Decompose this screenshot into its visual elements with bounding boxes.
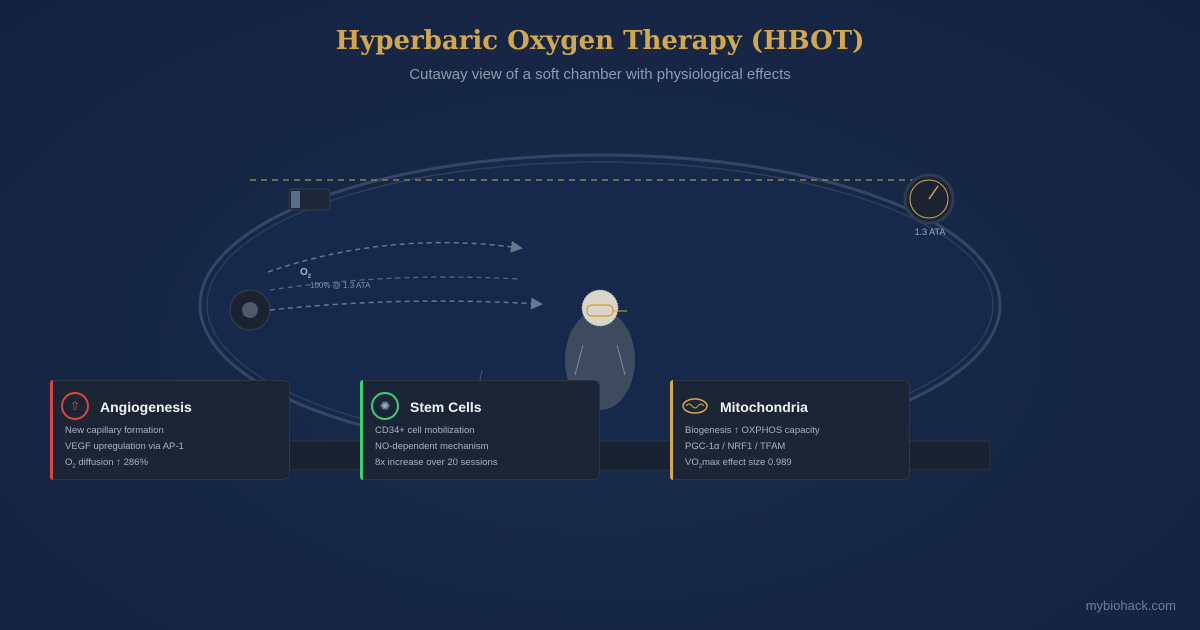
list-item: 8x increase over 20 sessions: [375, 457, 498, 468]
page-title: Hyperbaric Oxygen Therapy (HBOT): [335, 26, 865, 56]
o2-flow-arrow-middle: [269, 276, 519, 291]
patient-head: [582, 290, 618, 326]
arrow-up-icon: ⇧: [61, 392, 89, 420]
gauge-needle: [928, 185, 939, 200]
card-stripe: [360, 380, 363, 480]
page-subtitle: Cutaway view of a soft chamber with phys…: [409, 66, 791, 83]
list-item: PGC-1α / NRF1 / TFAM: [685, 441, 786, 452]
card-list: New capillary formation VEGF upregulatio…: [65, 423, 184, 471]
o2-flow-label: 100% @ 1.3 ATA: [310, 281, 371, 290]
valve-handle: [291, 191, 300, 208]
card-stripe: [50, 380, 53, 480]
card-stem-cells: ✺ Stem Cells CD34+ cell mobilization NO-…: [360, 380, 600, 480]
list-item: Biogenesis ↑ OXPHOS capacity: [685, 425, 820, 436]
card-list: CD34+ cell mobilization NO-dependent mec…: [375, 423, 498, 471]
bed-support-left: [479, 369, 483, 381]
brand-footer: mybiohack.com: [1085, 598, 1176, 613]
list-item: VEGF upregulation via AP-1: [65, 441, 184, 452]
o2-flow-arrow-bottom: [269, 297, 543, 311]
list-item: O2 diffusion ↑ 286%: [65, 457, 148, 470]
o2-label: O2: [300, 267, 312, 280]
list-item: NO-dependent mechanism: [375, 441, 489, 452]
cell-icon: ✺: [371, 392, 399, 420]
list-item: VO2max effect size 0.989: [685, 457, 792, 470]
card-title: Mitochondria: [720, 399, 808, 415]
card-title: Stem Cells: [410, 399, 482, 415]
list-item: CD34+ cell mobilization: [375, 425, 475, 436]
card-angiogenesis: ⇧ Angiogenesis New capillary formation V…: [50, 380, 290, 480]
mitochondria-icon: [681, 392, 709, 420]
card-stripe: [670, 380, 673, 480]
card-title: Angiogenesis: [100, 399, 192, 415]
card-list: Biogenesis ↑ OXPHOS capacity PGC-1α / NR…: [685, 423, 820, 471]
pressure-label: 1.3 ATA: [915, 227, 946, 237]
o2-flow-arrow-top: [267, 240, 523, 273]
list-item: New capillary formation: [65, 425, 164, 436]
card-mitochondria: Mitochondria Biogenesis ↑ OXPHOS capacit…: [670, 380, 910, 480]
